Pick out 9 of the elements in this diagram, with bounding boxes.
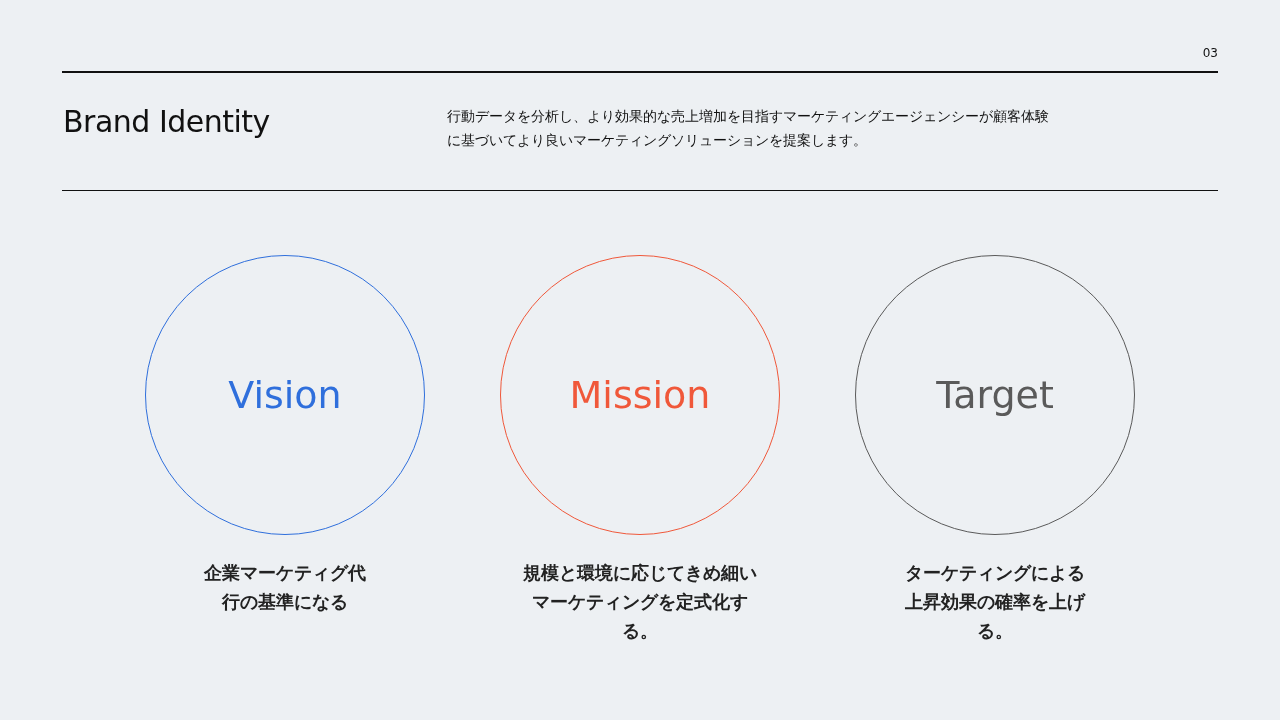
circle-label: Target	[936, 373, 1054, 417]
description-text: 行動データを分析し、より効果的な売上増加を目指すマーケティングエージェンシーが顧客体験に基づいてより良いマーケティングソリューションを提案します。	[447, 107, 1050, 150]
circle-label: Mission	[569, 373, 711, 417]
circle-label: Vision	[228, 373, 342, 417]
circle-caption: 企業マーケティグ代行の基準になる	[203, 561, 367, 614]
page-number: 03	[1202, 46, 1218, 60]
circle-caption: 規模と環境に応じてきめ細いマーケティングを定式化する。	[522, 561, 758, 643]
circle-caption: ターケティングによる上昇効果の確率を上げる。	[905, 561, 1085, 643]
page-title: Brand Identity	[63, 104, 270, 139]
